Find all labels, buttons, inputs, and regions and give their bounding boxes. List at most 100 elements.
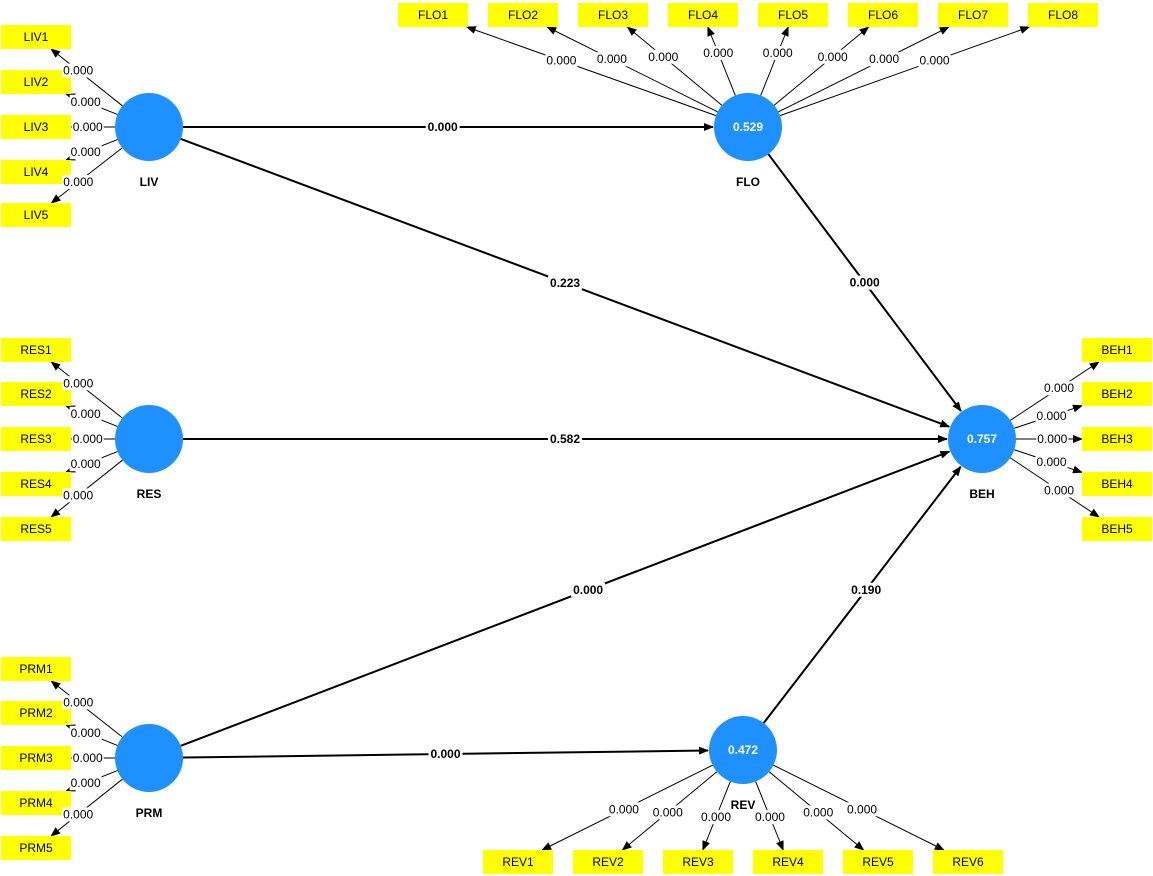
loading-value: 0.000: [1037, 432, 1067, 446]
indicator-res2[interactable]: RES2: [1, 382, 71, 406]
path-label-res-beh: 0.582: [548, 432, 582, 446]
r-squared-value: 0.472: [728, 743, 758, 757]
indicator-prm5[interactable]: PRM5: [1, 836, 71, 860]
indicator-liv1[interactable]: LIV1: [1, 25, 71, 49]
indicator-box: [483, 850, 553, 874]
indicator-flo3[interactable]: FLO3: [578, 3, 648, 27]
indicator-liv4[interactable]: LIV4: [1, 160, 71, 184]
loading-label-beh4: 0.000: [1035, 455, 1068, 470]
loading-value: 0.000: [701, 810, 731, 824]
loading-label-flo6: 0.000: [816, 49, 849, 64]
indicator-label: REV3: [682, 855, 714, 869]
indicator-box: [1082, 427, 1152, 451]
loading-value: 0.000: [703, 46, 733, 60]
indicator-rev1[interactable]: REV1: [483, 850, 553, 874]
loading-edge-flo3: [626, 26, 723, 106]
indicator-label: BEH5: [1101, 522, 1133, 536]
indicator-box: [1, 701, 71, 725]
construct-circle: [115, 724, 183, 792]
indicator-flo7[interactable]: FLO7: [938, 3, 1008, 27]
loading-labels-layer: 0.000 0.000 0.000 0.000 0.000 0.000 0.000 0.000…: [62, 46, 1076, 825]
indicator-liv5[interactable]: LIV5: [1, 203, 71, 227]
indicator-box: [753, 850, 823, 874]
construct-liv[interactable]: LIV: [115, 93, 183, 189]
loading-label-prm5: 0.000: [62, 807, 95, 822]
indicator-rev4[interactable]: REV4: [753, 850, 823, 874]
indicator-label: FLO4: [688, 8, 718, 22]
loading-edge-flo7: [778, 26, 950, 113]
indicator-flo2[interactable]: FLO2: [488, 3, 558, 27]
indicator-prm4[interactable]: PRM4: [1, 791, 71, 815]
loading-arrow: [779, 26, 1031, 117]
path-coefficient: 0.000: [430, 747, 460, 761]
indicator-flo4[interactable]: FLO4: [668, 3, 738, 27]
loading-label-prm4: 0.000: [69, 776, 102, 791]
indicator-res1[interactable]: RES1: [1, 338, 71, 362]
indicator-res4[interactable]: RES4: [1, 472, 71, 496]
indicator-beh4[interactable]: BEH4: [1082, 472, 1152, 496]
construct-label: FLO: [736, 175, 760, 189]
loading-value: 0.000: [920, 54, 950, 68]
indicator-beh3[interactable]: BEH3: [1082, 427, 1152, 451]
loading-label-liv1: 0.000: [62, 63, 95, 78]
loading-label-rev1: 0.000: [607, 802, 640, 817]
indicator-box: [1, 517, 71, 541]
indicator-box: [843, 850, 913, 874]
path-arrow: [180, 450, 951, 747]
loading-edge-flo1: [465, 26, 717, 117]
indicator-rev6[interactable]: REV6: [933, 850, 1003, 874]
indicator-prm2[interactable]: PRM2: [1, 701, 71, 725]
indicator-flo1[interactable]: FLO1: [398, 3, 468, 27]
construct-circle: [115, 93, 183, 161]
indicator-flo5[interactable]: FLO5: [758, 3, 828, 27]
loading-label-prm3: 0.000: [71, 751, 104, 765]
loading-arrow: [778, 26, 950, 113]
indicator-rev3[interactable]: REV3: [663, 850, 733, 874]
indicator-box: [488, 3, 558, 27]
loading-value: 0.000: [546, 54, 576, 68]
indicator-box: [1, 25, 71, 49]
indicator-rev2[interactable]: REV2: [573, 850, 643, 874]
loading-label-beh1: 0.000: [1043, 381, 1076, 396]
indicator-prm3[interactable]: PRM3: [1, 746, 71, 770]
indicator-liv3[interactable]: LIV3: [1, 115, 71, 139]
indicator-beh2[interactable]: BEH2: [1082, 382, 1152, 406]
path-label-liv-flo: 0.000: [425, 120, 460, 134]
indicator-box: [578, 3, 648, 27]
loading-edge-flo5: [760, 26, 789, 96]
indicator-res5[interactable]: RES5: [1, 517, 71, 541]
loading-arrow: [773, 26, 870, 106]
indicator-beh5[interactable]: BEH5: [1082, 517, 1152, 541]
indicator-box: [1, 70, 71, 94]
indicator-rev5[interactable]: REV5: [843, 850, 913, 874]
indicator-label: FLO6: [868, 8, 898, 22]
construct-circle: [709, 716, 777, 784]
indicator-label: RES3: [20, 432, 52, 446]
indicator-box: [1, 791, 71, 815]
loading-label-beh2: 0.000: [1035, 408, 1068, 423]
construct-res[interactable]: RES: [115, 405, 183, 501]
loading-value: 0.000: [63, 175, 93, 189]
indicator-res3[interactable]: RES3: [1, 427, 71, 451]
indicator-label: RES5: [20, 522, 52, 536]
indicator-prm1[interactable]: PRM1: [1, 657, 71, 681]
indicator-box: [1, 657, 71, 681]
loading-arrow: [546, 26, 718, 113]
indicator-box: [1, 382, 71, 406]
indicator-beh1[interactable]: BEH1: [1082, 338, 1152, 362]
indicator-box: [848, 3, 918, 27]
construct-prm[interactable]: PRM: [115, 724, 183, 820]
loading-label-liv2: 0.000: [69, 94, 102, 109]
indicator-liv2[interactable]: LIV2: [1, 70, 71, 94]
loading-label-res4: 0.000: [69, 457, 102, 472]
loading-value: 0.000: [63, 807, 93, 821]
indicator-flo6[interactable]: FLO6: [848, 3, 918, 27]
indicator-flo8[interactable]: FLO8: [1028, 3, 1098, 27]
loading-label-flo2: 0.000: [595, 52, 628, 67]
construct-circle: [714, 93, 782, 161]
